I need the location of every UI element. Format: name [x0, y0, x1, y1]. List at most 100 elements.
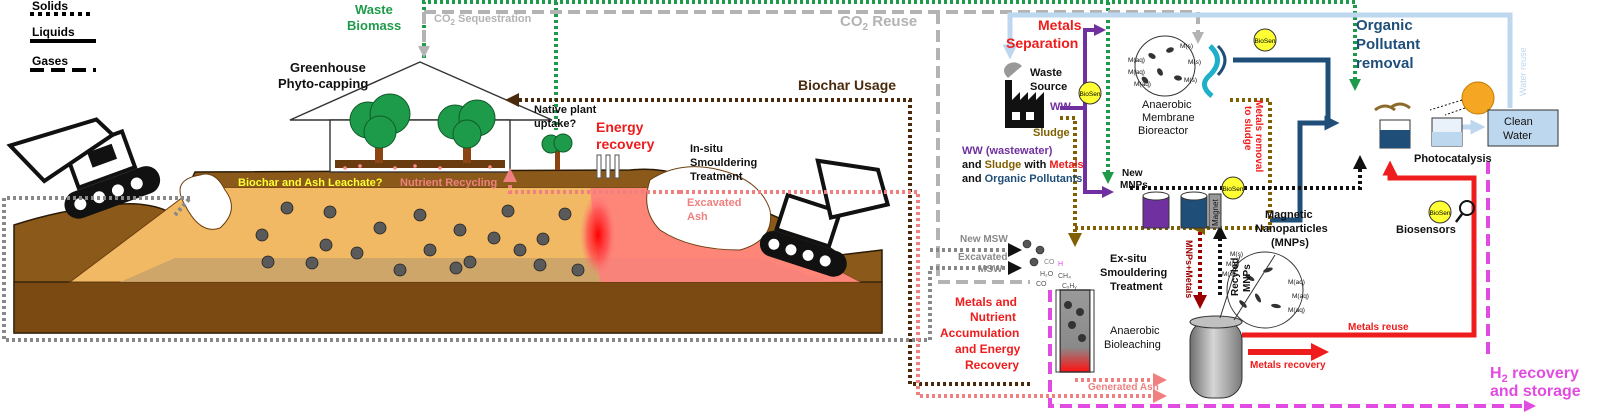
nutrient-dots — [343, 164, 492, 170]
excavated-msw-flow — [2, 196, 1022, 342]
landfill — [6, 61, 891, 334]
waste-source-label-1: Waste — [1030, 67, 1062, 79]
organic-to-clean — [1233, 57, 1331, 123]
gas-h2-label: H — [1058, 261, 1063, 268]
factory-icon — [1004, 62, 1044, 128]
organic-beaker-icon — [1374, 102, 1411, 149]
biosen-badge: BioSen — [1428, 200, 1452, 224]
species-label: M(aq) — [1128, 69, 1145, 76]
mnp-to-clean-flow — [1130, 155, 1367, 190]
legend-solids-label: Solids — [32, 0, 68, 13]
ww-description-line-2: and Sludge with Metals — [962, 159, 1084, 171]
organic-removal-label-3: removal — [1356, 55, 1414, 72]
mnp-label-3: (MNPs) — [1271, 237, 1309, 249]
waste-pieces — [255, 201, 585, 277]
magnet-label: Magnet — [1211, 199, 1220, 226]
species-label: M(aq) — [1288, 307, 1305, 314]
legend: Solids Liquids Gases — [30, 0, 96, 72]
energy-recovery-label-2: recovery — [596, 136, 655, 152]
gas-h2o-label: H₂O — [1040, 271, 1054, 278]
greenhouse — [289, 61, 553, 173]
biosensor-magnifier-icon — [1455, 200, 1475, 223]
clean-water-label-2: Water — [1503, 130, 1532, 142]
greenhouse-label-1: Greenhouse — [290, 60, 366, 75]
anmbr-vessel-icon — [1134, 35, 1227, 98]
insitu-label-1: In-situ — [690, 143, 723, 155]
native-plant-label-2: uptake? — [534, 118, 576, 130]
metals-separation-label-1: Metals — [1038, 17, 1082, 33]
gas-co2-label: CO — [1044, 259, 1055, 266]
excavation-pit-left — [179, 173, 232, 230]
mnp-effluent-flow — [1270, 115, 1340, 223]
excavated-msw-label-1: Excavated — [958, 252, 1007, 263]
anmbr-label-3: Bioreactor — [1138, 125, 1188, 137]
water-reuse-label: Water reuse — [1518, 47, 1528, 96]
co2-reuse-label: CO2 Reuse — [840, 13, 917, 33]
new-mnps-label-1: New — [1122, 168, 1143, 179]
magnet-icon — [1208, 193, 1222, 229]
bioleaching-reactor-icon — [1189, 254, 1276, 399]
accumulation-label-3: Accumulation — [940, 326, 1019, 340]
biosen-badges: BioSen BioSen BioSen BioSen — [1078, 28, 1452, 224]
ww-flow — [1060, 24, 1106, 110]
sludge-flow — [1060, 116, 1082, 247]
biosen-text: BioSen — [1223, 186, 1244, 193]
biochar-usage-label: Biochar Usage — [798, 77, 896, 93]
generated-ash-label: Generated Ash — [1088, 382, 1159, 393]
metals-recovery-label: Metals recovery — [1250, 360, 1326, 371]
greenhouse-label-2: Phyto-capping — [278, 76, 368, 91]
biosen-badge: BioSen — [1078, 81, 1102, 105]
excavator-left-icon — [6, 117, 161, 219]
species-label: M(s) — [1188, 59, 1201, 66]
ww-to-mnps — [1083, 108, 1114, 198]
new-msw-label: New MSW — [960, 234, 1008, 245]
species-label: M(aq) — [1288, 279, 1305, 286]
species-labels: M(s) M(s) M(aq) M(aq) M(aq) M(s) M(s) M(… — [1128, 43, 1309, 314]
exsitu-label-1: Ex-situ — [1110, 253, 1147, 265]
native-plant-icon — [541, 133, 573, 170]
tree-icon — [349, 93, 411, 163]
native-plant-label-1: Native plant — [534, 104, 597, 116]
nutrient-recycling-label: Nutrient Recycling — [400, 177, 497, 189]
exsitu-label-2: Smouldering — [1100, 267, 1167, 279]
gas-cxhy-label: CₓHᵧ — [1062, 283, 1077, 290]
species-label: M(s) — [1184, 77, 1197, 84]
accumulation-label-5: Recovery — [965, 358, 1019, 372]
accumulation-label-2: Nutrient — [970, 310, 1016, 324]
recycled-mnps-label-1: Recyled — [1230, 258, 1241, 296]
ww-label: WW — [1050, 101, 1071, 113]
legend-liquids-label: Liquids — [32, 25, 75, 39]
excavator-right-icon — [759, 158, 891, 277]
waste-biomass-label-1: Waste — [355, 2, 393, 17]
clean-water-box — [1487, 109, 1559, 147]
bioleaching-label-2: Bioleaching — [1104, 339, 1161, 351]
species-label: M(aq) — [1134, 81, 1151, 88]
co2-sequestration-label: CO2 Sequestration — [434, 13, 532, 27]
h2-recovery-label-2: and storage — [1490, 383, 1581, 400]
biosen-text: BioSen — [1080, 91, 1101, 98]
co2-reuse-return — [936, 12, 1030, 284]
anmbr-label-2: Membrane — [1142, 112, 1195, 124]
mnp-label-1: Magnetic — [1265, 209, 1313, 221]
labels: Waste Biomass CO2 Sequestration CO2 Reus… — [238, 2, 1581, 400]
h2-recovery-label-1: H2 recovery — [1490, 365, 1579, 385]
excavated-ash-label-1: Excavated — [687, 197, 741, 209]
species-label: M(s) — [1230, 251, 1243, 258]
flow-lines — [2, 0, 1536, 412]
svg-text:H: H — [1058, 261, 1063, 268]
gas-labels: CO H H₂O CH₄ CO CₓHᵧ — [1036, 259, 1077, 290]
waste-source-label-2: Source — [1030, 81, 1067, 93]
biosensors-label: Biosensors — [1396, 224, 1456, 236]
photocatalysis-label: Photocatalysis — [1414, 153, 1492, 165]
excavation-to-pit — [173, 196, 192, 217]
anmbr-label-1: Anaerobic — [1142, 99, 1192, 111]
energy-recovery-label-1: Energy — [596, 119, 644, 135]
bioleaching-label-1: Anaerobic — [1110, 325, 1160, 337]
mnp-reactors-icon — [1142, 191, 1222, 229]
metals-reuse-flow — [1242, 160, 1477, 338]
mnp-particle-icon — [1226, 251, 1304, 329]
metals-removal-flow — [1191, 98, 1272, 235]
biosen-badge: BioSen — [1253, 28, 1277, 52]
msw-pieces — [1022, 239, 1045, 267]
